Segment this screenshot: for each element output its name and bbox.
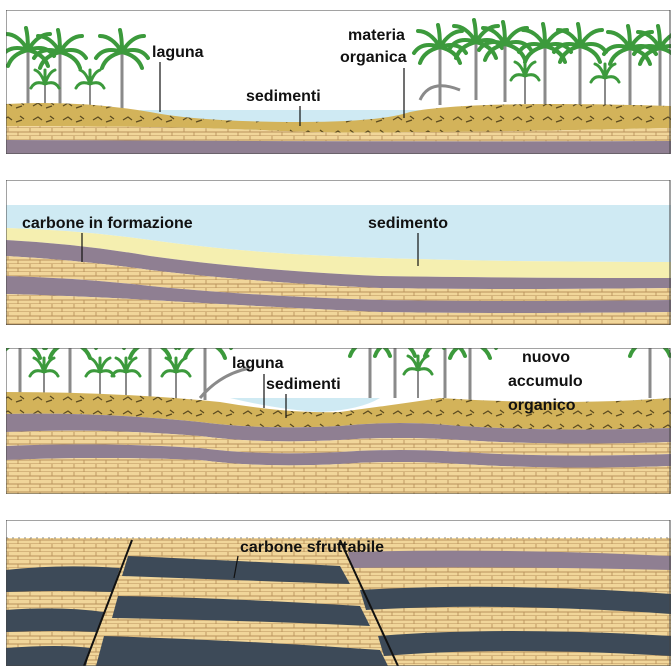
- label-laguna: laguna: [152, 44, 204, 61]
- label-sedimenti: sedimenti: [246, 88, 321, 105]
- label-carbone-sfruttabile: carbone sfruttabile: [240, 539, 384, 556]
- label-laguna: laguna: [232, 355, 284, 372]
- label-sedimento: sedimento: [368, 215, 448, 232]
- panel-stage-1: laguna materia organica sedimenti: [2, 10, 671, 154]
- panel-stage-2: carbone in formazione sedimento: [6, 180, 671, 325]
- label-accumulo: accumulo: [508, 373, 583, 390]
- label-organica: organica: [340, 49, 407, 66]
- label-sedimenti: sedimenti: [266, 376, 341, 393]
- label-nuovo: nuovo: [522, 349, 570, 366]
- coal-seams-right: [348, 551, 671, 656]
- panel-stage-4: carbone sfruttabile: [6, 520, 671, 666]
- label-materia: materia: [348, 27, 405, 44]
- shale-layer: [6, 140, 671, 154]
- label-carbone-in-formazione: carbone in formazione: [22, 215, 193, 232]
- panel-stage-3: laguna sedimenti nuovo accumulo organico: [0, 318, 671, 494]
- label-organico: organico: [508, 397, 576, 414]
